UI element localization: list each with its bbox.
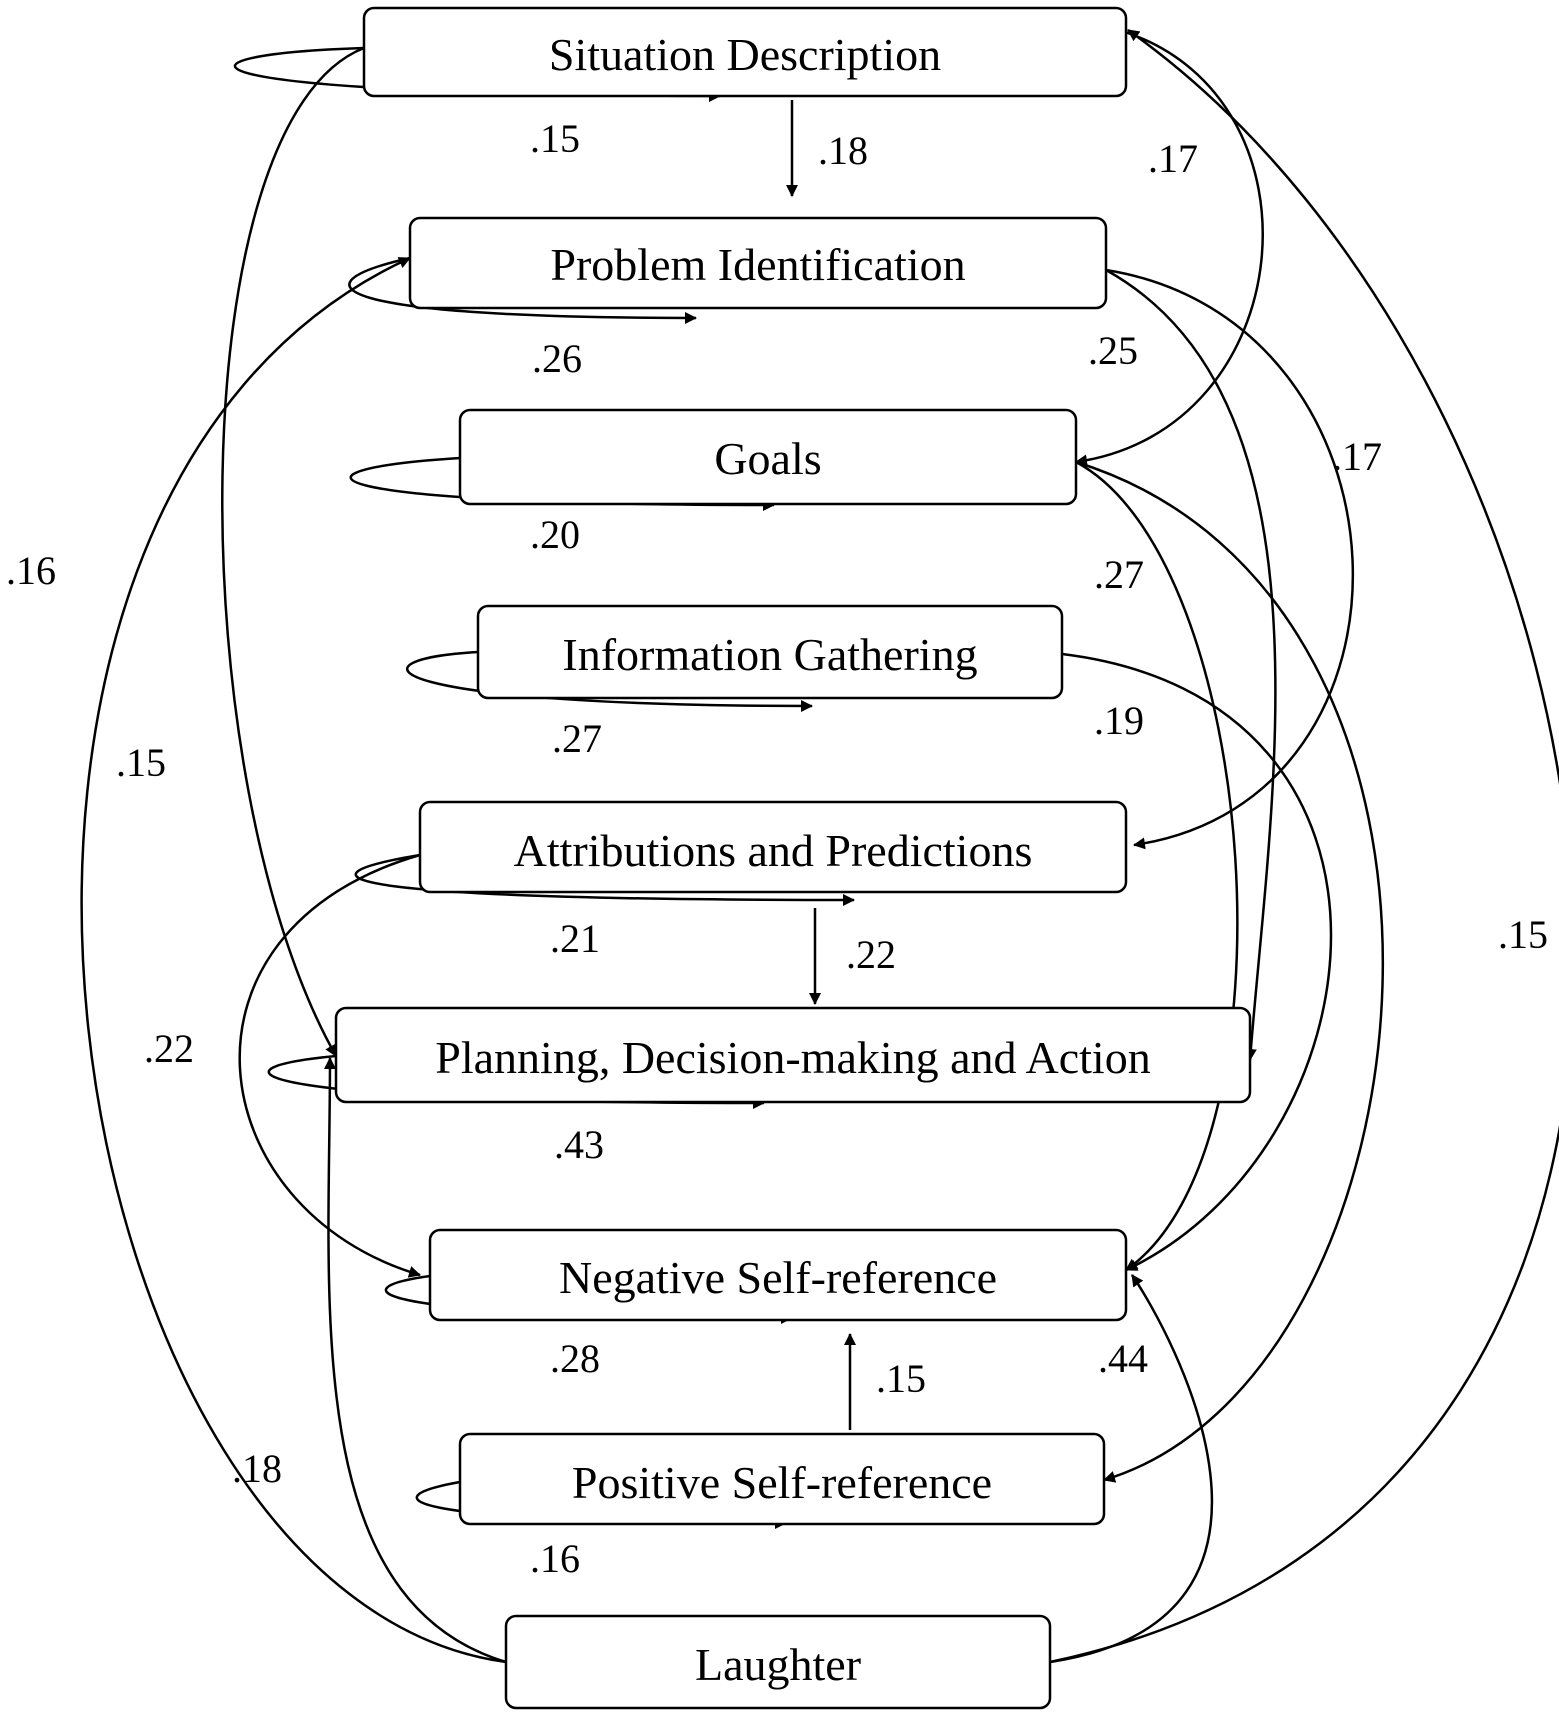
coef-self-positive: .16 [530,1536,580,1581]
node-situation-description: Situation Description [362,6,1128,98]
coef-self-attributions: .21 [550,916,600,961]
edges [80,28,1559,1664]
coef-goals-negative: .27 [1094,552,1144,597]
edge-laughter-negative [1049,1274,1214,1664]
node-laughter: Laughter [504,1614,1052,1710]
node-label: Negative Self-reference [559,1252,997,1303]
edge-problem-attributions [1105,268,1355,850]
coef-self-info: .27 [552,716,602,761]
self-loop-problem [348,256,697,324]
node-label: Problem Identification [550,239,965,290]
coef-self-goals: .20 [530,512,580,557]
self-loop-labels: .15 .26 .20 .27 .21 .43 .28 .16 [530,116,604,1581]
node-label: Information Gathering [562,629,977,680]
edge-problem-planning [1105,268,1277,1061]
coef-problem-planning: .25 [1088,328,1138,373]
coef-laughter-problem: .16 [6,548,56,593]
coef-laughter-planning: .18 [232,1446,282,1491]
coef-problem-attributions: .17 [1332,434,1382,479]
node-problem-identification: Problem Identification [408,216,1108,310]
node-label: Goals [714,433,821,484]
edge-attributions-negative [238,853,421,1278]
coef-self-planning: .43 [554,1122,604,1167]
node-label: Situation Description [549,29,941,80]
self-loop-attributions [354,853,855,906]
edge-laughter-problem [80,256,507,1664]
coef-attributions-planning: .22 [846,932,896,977]
coef-laughter-situation: .15 [1498,912,1548,957]
edge-goals-positive [1075,460,1384,1483]
coef-positive-negative: .15 [876,1356,926,1401]
edge-info-negative [1061,652,1333,1272]
edge-labels: .18 .17 .25 .17 .27 .19 .16 .15 .22 .22 … [6,128,1548,1491]
edge-situation-planning [221,46,365,1057]
coef-self-situation: .15 [530,116,580,161]
coef-self-problem: .26 [532,336,582,381]
node-label: Attributions and Predictions [514,825,1033,876]
node-label: Laughter [695,1639,861,1690]
node-label: Positive Self-reference [572,1457,992,1508]
node-positive-self-reference: Positive Self-reference [458,1432,1106,1526]
node-negative-self-reference: Negative Self-reference [428,1228,1128,1322]
coef-situation-goals: .17 [1148,136,1198,181]
edge-situation-goals [1075,30,1264,467]
coef-info-negative: .19 [1094,698,1144,743]
node-label: Planning, Decision-making and Action [435,1032,1150,1083]
edge-laughter-situation [1049,28,1559,1664]
node-planning-decision-making-action: Planning, Decision-making and Action [334,1006,1252,1104]
coef-situation-planning: .15 [116,740,166,785]
coef-laughter-negative: .44 [1098,1336,1148,1381]
node-attributions-and-predictions: Attributions and Predictions [418,800,1128,894]
edge-goals-negative [1075,460,1239,1272]
coef-self-negative: .28 [550,1336,600,1381]
edge-laughter-planning [323,1057,507,1664]
coef-situation-problem: .18 [818,128,868,173]
node-information-gathering: Information Gathering [476,604,1064,700]
node-goals: Goals [458,408,1078,506]
self-loop-info [406,650,813,712]
coef-attributions-negative: .22 [144,1026,194,1071]
